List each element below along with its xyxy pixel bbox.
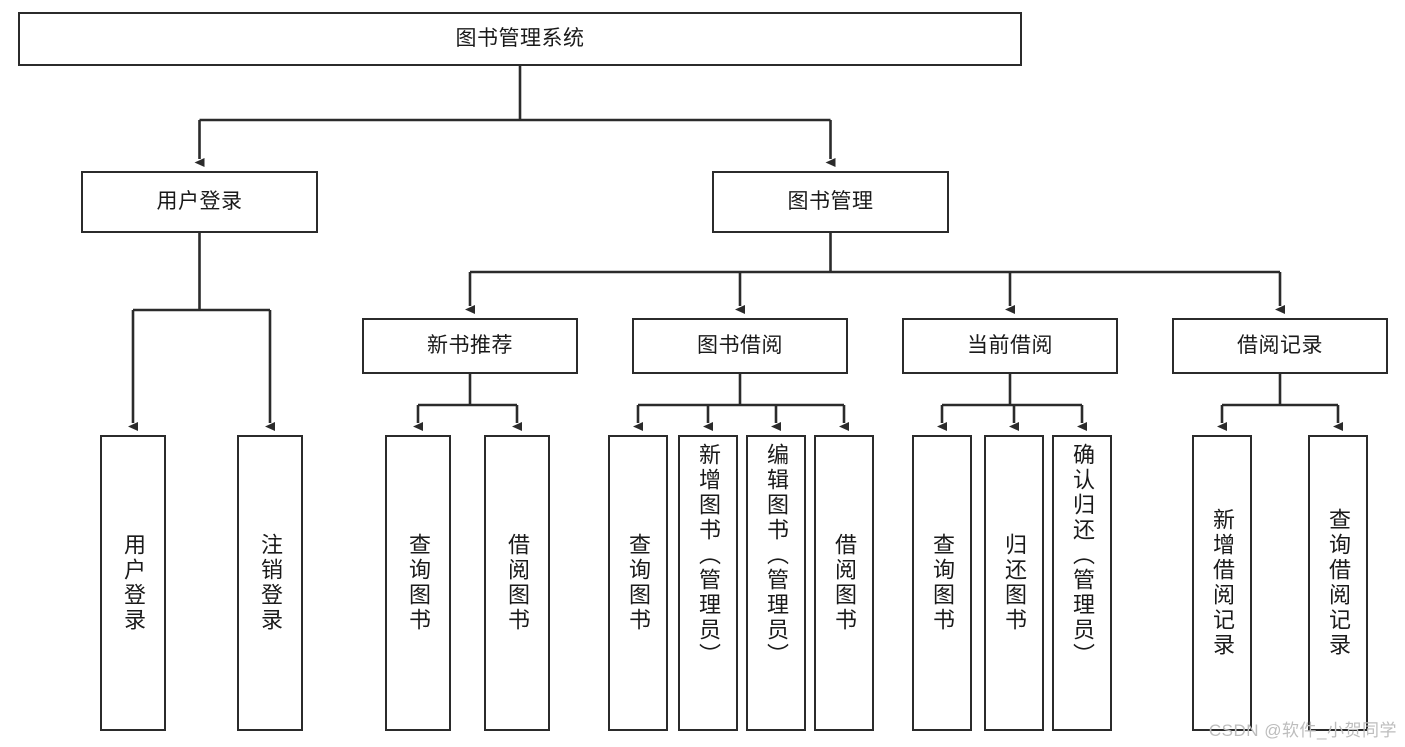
node-label-leaf-query-book-recommend: 查询图书 (406, 533, 431, 633)
node-leaf-return-book[interactable]: 归还图书 (984, 435, 1044, 731)
node-label-leaf-logout-login: 注销登录 (258, 533, 283, 633)
node-label-leaf-edit-book: 编辑图书（管理员） (764, 443, 789, 668)
node-book-borrow[interactable]: 图书借阅 (632, 318, 848, 374)
node-book-management[interactable]: 图书管理 (712, 171, 949, 233)
node-label-leaf-query-borrow-record: 查询借阅记录 (1326, 508, 1351, 658)
node-label-leaf-borrow-book-recommend: 借阅图书 (505, 533, 530, 633)
node-label-leaf-query-book-current: 查询图书 (930, 533, 955, 633)
node-label-leaf-borrow-book: 借阅图书 (832, 533, 857, 633)
node-leaf-query-book-current[interactable]: 查询图书 (912, 435, 972, 731)
node-leaf-user-login[interactable]: 用户登录 (100, 435, 166, 731)
node-label-leaf-user-login: 用户登录 (121, 533, 146, 633)
node-label-leaf-confirm-return: 确认归还（管理员） (1070, 443, 1095, 668)
node-leaf-logout-login[interactable]: 注销登录 (237, 435, 303, 731)
node-leaf-edit-book[interactable]: 编辑图书（管理员） (746, 435, 806, 731)
node-current-borrow[interactable]: 当前借阅 (902, 318, 1118, 374)
node-leaf-add-book[interactable]: 新增图书（管理员） (678, 435, 738, 731)
connector-lines (128, 66, 1343, 431)
node-leaf-borrow-book[interactable]: 借阅图书 (814, 435, 874, 731)
node-root[interactable]: 图书管理系统 (18, 12, 1022, 66)
node-leaf-borrow-book-recommend[interactable]: 借阅图书 (484, 435, 550, 731)
node-leaf-query-borrow-record[interactable]: 查询借阅记录 (1308, 435, 1368, 731)
node-label-borrow-record: 借阅记录 (1237, 333, 1323, 357)
node-leaf-query-book-borrow[interactable]: 查询图书 (608, 435, 668, 731)
node-label-book-management: 图书管理 (787, 189, 874, 213)
node-label-root: 图书管理系统 (455, 26, 585, 50)
node-new-book-recommend[interactable]: 新书推荐 (362, 318, 578, 374)
node-leaf-confirm-return[interactable]: 确认归还（管理员） (1052, 435, 1112, 731)
node-label-leaf-return-book: 归还图书 (1002, 533, 1027, 633)
node-borrow-record[interactable]: 借阅记录 (1172, 318, 1388, 374)
node-label-leaf-query-book-borrow: 查询图书 (626, 533, 651, 633)
node-label-book-borrow: 图书借阅 (697, 333, 783, 357)
node-label-leaf-add-borrow-record: 新增借阅记录 (1210, 508, 1235, 658)
node-label-new-book-recommend: 新书推荐 (427, 333, 513, 357)
node-user-login[interactable]: 用户登录 (81, 171, 318, 233)
node-leaf-add-borrow-record[interactable]: 新增借阅记录 (1192, 435, 1252, 731)
node-label-leaf-add-book: 新增图书（管理员） (696, 443, 721, 668)
node-label-current-borrow: 当前借阅 (967, 333, 1053, 357)
watermark-label: CSDN @软件_小贺同学 (1208, 721, 1397, 740)
node-leaf-query-book-recommend[interactable]: 查询图书 (385, 435, 451, 731)
node-label-user-login: 用户登录 (156, 189, 243, 213)
